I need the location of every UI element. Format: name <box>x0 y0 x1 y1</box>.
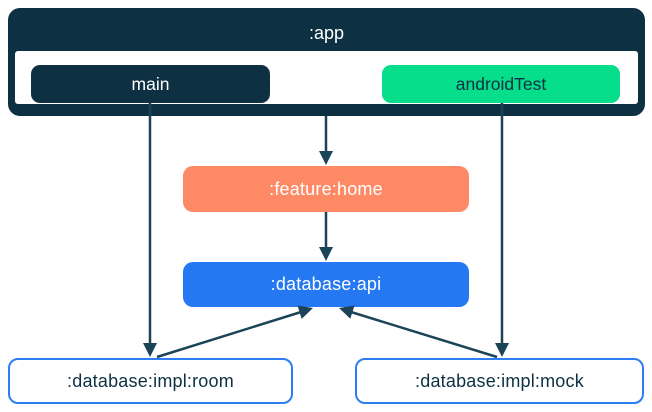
androidtest-source-set-node: androidTest <box>382 65 620 103</box>
arrowhead-down-feature-icon <box>319 151 333 165</box>
database-api-label: :database:api <box>270 274 382 294</box>
arrowhead-up-from-mock-icon <box>339 305 355 319</box>
app-module-container: :app main androidTest <box>8 8 645 116</box>
arrowhead-down-api-icon <box>319 247 333 261</box>
main-source-set-node: main <box>31 65 270 103</box>
androidtest-source-set-label: androidTest <box>455 73 547 94</box>
database-impl-room-label: :database:impl:room <box>67 370 234 391</box>
database-impl-mock-node: :database:impl:mock <box>355 358 644 404</box>
edge-room-to-api-line <box>156 310 302 359</box>
feature-home-node: :feature:home <box>183 166 469 212</box>
edge-mock-to-api-line <box>350 310 498 359</box>
app-module-header: :app <box>8 8 645 51</box>
database-impl-mock-label: :database:impl:mock <box>415 370 584 391</box>
arrowhead-up-from-room-icon <box>297 305 313 319</box>
app-module-title: :app <box>308 23 345 43</box>
arrowhead-down-mock-icon <box>495 343 509 357</box>
feature-home-label: :feature:home <box>269 178 383 199</box>
arrowhead-down-room-icon <box>143 343 157 357</box>
database-impl-room-node: :database:impl:room <box>8 358 293 404</box>
app-module-body: main androidTest <box>15 51 638 104</box>
main-source-set-label: main <box>131 73 170 94</box>
database-api-node: :database:api <box>183 262 469 307</box>
